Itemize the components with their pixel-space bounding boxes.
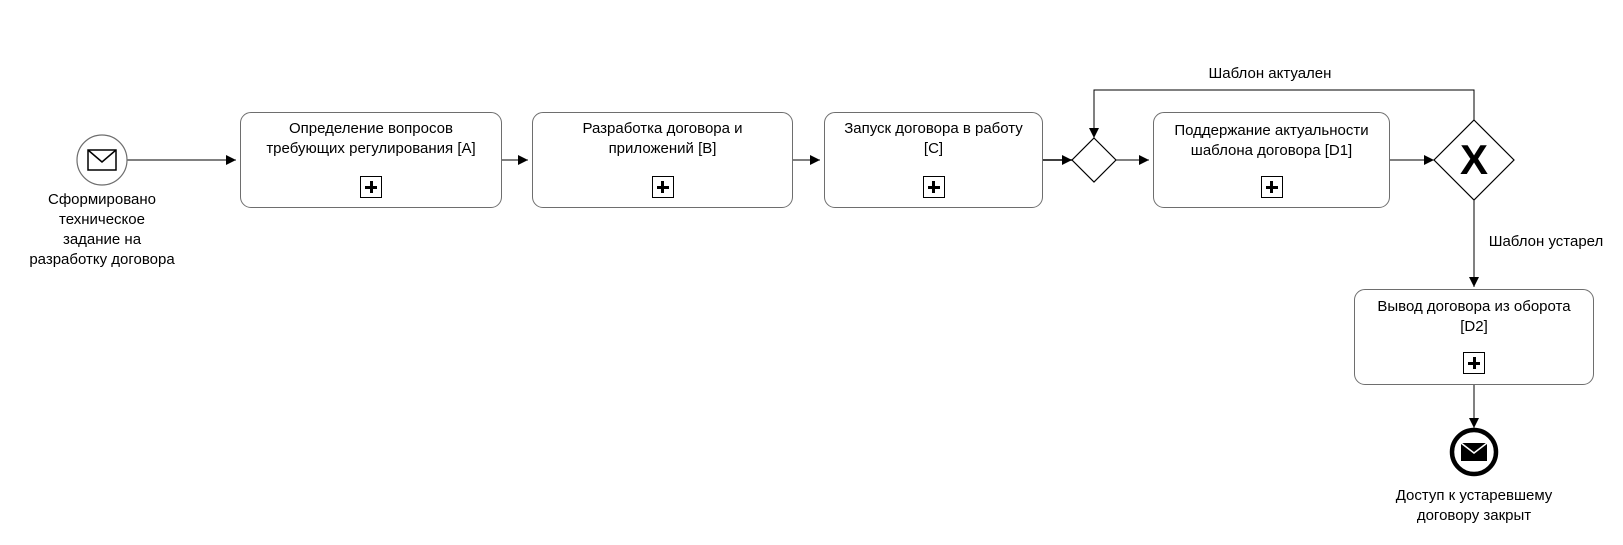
task-d1-label: Поддержание актуальности шаблона договор… <box>1174 122 1369 159</box>
subprocess-plus-icon[interactable] <box>1260 176 1283 198</box>
start-event[interactable] <box>76 134 128 186</box>
task-a[interactable]: Определение вопросов требующих регулиров… <box>240 112 502 208</box>
subprocess-plus-icon[interactable] <box>651 176 674 198</box>
task-d2[interactable]: Вывод договора из оборота [D2] <box>1354 289 1594 385</box>
subprocess-plus-icon[interactable] <box>922 176 945 198</box>
flow-label-template-outdated: Шаблон устарел <box>1488 233 1604 250</box>
subprocess-plus-icon[interactable] <box>360 176 382 198</box>
task-d1[interactable]: Поддержание актуальности шаблона договор… <box>1153 112 1390 208</box>
end-event[interactable] <box>1449 427 1499 477</box>
task-a-label: Определение вопросов требующих регулиров… <box>266 120 476 157</box>
gateway-x-symbol: X <box>1460 136 1488 183</box>
task-b[interactable]: Разработка договора и приложений [B] <box>532 112 793 208</box>
envelope-filled-icon <box>1460 442 1488 461</box>
task-c-label: Запуск договора в работу [C] <box>844 120 1023 157</box>
task-b-label: Разработка договора и приложений [B] <box>582 120 743 157</box>
start-event-label: Сформировано техническое задание на разр… <box>29 191 175 268</box>
merge-gateway[interactable] <box>1071 137 1117 183</box>
envelope-icon <box>87 149 117 171</box>
task-c[interactable]: Запуск договора в работу [C] <box>824 112 1043 208</box>
end-event-label: Доступ к устаревшему договору закрыт <box>1395 487 1553 524</box>
task-d2-label: Вывод договора из оборота [D2] <box>1377 298 1571 335</box>
decision-gateway[interactable]: X <box>1433 119 1515 201</box>
subprocess-plus-icon[interactable] <box>1463 352 1485 374</box>
flow-label-template-current: Шаблон актуален <box>1208 65 1332 82</box>
flow-decision-to-merge <box>1089 89 1475 138</box>
